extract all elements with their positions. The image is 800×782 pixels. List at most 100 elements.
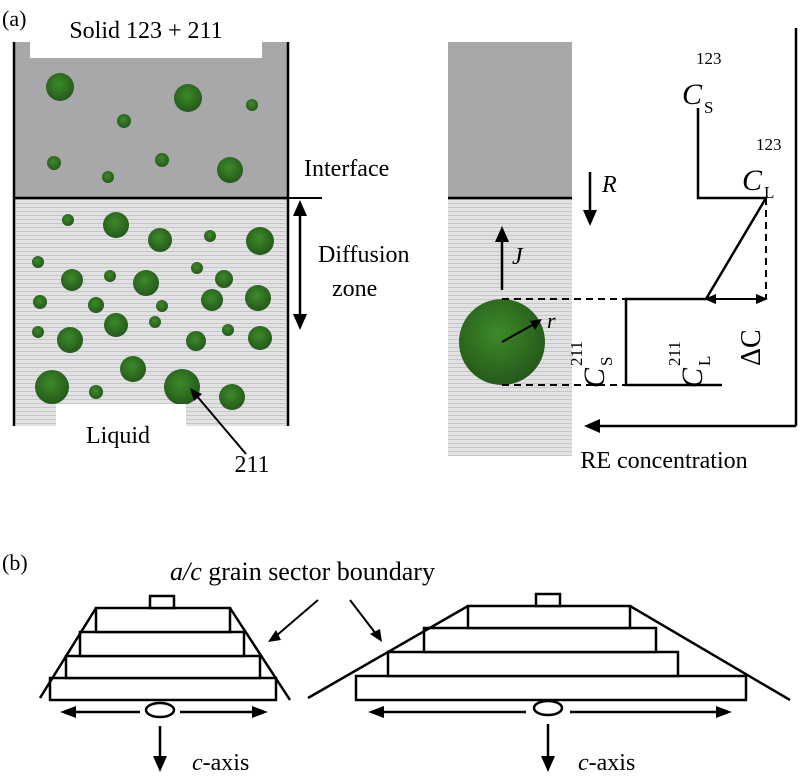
- crystal-left-boundary-r: [228, 607, 292, 701]
- diffusion-zone-arrow: [293, 200, 307, 330]
- svg-text:S: S: [704, 98, 713, 117]
- growth-rate-arrow: [583, 172, 597, 226]
- particle-211: [46, 73, 74, 101]
- particle-211: [164, 369, 200, 405]
- particle-211: [61, 269, 83, 291]
- particle-211: [155, 153, 169, 167]
- svg-text:C: C: [742, 164, 763, 197]
- crystal-right-seed: [534, 592, 562, 608]
- crystal-right-ellipse: [532, 699, 564, 717]
- boundary-pointer-right: [349, 599, 377, 635]
- delta-c-label: ΔC: [736, 329, 767, 366]
- boundary-pointer-left-head: [268, 630, 281, 642]
- particle-211: [57, 327, 83, 353]
- particle-211: [33, 295, 47, 309]
- radius-symbol: r: [547, 308, 556, 333]
- crystal-right-boundary-r: [629, 604, 791, 702]
- particle-211: [191, 262, 203, 274]
- diffusion-label: Diffusion: [318, 242, 410, 268]
- diffusion-zone-label: zone: [332, 276, 377, 302]
- particle-211: [32, 326, 44, 338]
- c-axis-arrow-right: [541, 724, 555, 772]
- particle-211: [103, 212, 129, 238]
- svg-text:C: C: [682, 78, 703, 111]
- radius-arrow-line: [501, 322, 537, 343]
- liquid-label: Liquid: [86, 423, 150, 449]
- crystal-left-boundary-l: [38, 607, 98, 699]
- liquid-label-box: [56, 404, 186, 454]
- solid-region: [14, 42, 288, 198]
- particle-211: [117, 114, 131, 128]
- svg-text:123: 123: [696, 49, 722, 68]
- grain-sector-boundary-label: a/c grain sector boundary: [170, 557, 435, 586]
- solid-column: [448, 42, 572, 198]
- crystal-right-boundary-l: [307, 604, 469, 700]
- panel-b-label: (b): [2, 550, 28, 575]
- particle-211: [35, 370, 69, 404]
- boundary-pointer-right-head: [370, 629, 382, 642]
- crystal-left-seed: [148, 594, 176, 610]
- particle-211: [246, 99, 258, 111]
- solid-label: Solid 123 + 211: [69, 18, 222, 44]
- interface-label: Interface: [304, 156, 389, 182]
- panel-a-label: (a): [2, 6, 26, 31]
- svg-text:C: C: [578, 367, 611, 388]
- particle-pointer-arrowhead: [190, 388, 202, 401]
- particle-211: [186, 331, 206, 351]
- particle-211: [89, 385, 103, 399]
- x-axis-label: RE concentration: [580, 448, 747, 474]
- particle-211: [245, 285, 271, 311]
- particle-211: [248, 326, 272, 350]
- crystal-right-layer-3: [422, 626, 658, 654]
- particle-211: [62, 214, 74, 226]
- radius-arrowhead: [530, 319, 542, 330]
- particle-211: [120, 356, 146, 382]
- particle-211: [219, 384, 245, 410]
- particle-211: [104, 270, 116, 282]
- particle-pointer-line: [195, 394, 247, 455]
- crystal-left-width-arrows: [60, 706, 268, 718]
- crystal-left-layer-4: [94, 606, 232, 634]
- crystal-left-ellipse: [144, 701, 176, 719]
- cl211-label: C L 211: [665, 341, 714, 388]
- svg-text:211: 211: [665, 341, 684, 366]
- melt-container: Solid 123 + 211 Liquid: [12, 8, 290, 454]
- svg-text:L: L: [764, 183, 774, 202]
- c-axis-arrow-left: [153, 726, 167, 772]
- particle-211: [88, 297, 104, 313]
- svg-text:S: S: [597, 357, 616, 366]
- solid-label-box: [30, 8, 262, 58]
- particle-211: [149, 316, 161, 328]
- single-particle-column: r: [448, 42, 572, 456]
- c-axis-label-right: c-axis: [578, 750, 635, 776]
- svg-text:123: 123: [756, 135, 782, 154]
- particle-211: [156, 300, 168, 312]
- crystal-left: [38, 594, 292, 702]
- crystal-left-layer-3: [78, 630, 246, 658]
- particles-211: [32, 73, 274, 410]
- particle-211: [201, 289, 223, 311]
- svg-text:211: 211: [567, 341, 586, 366]
- particle-211: [47, 156, 61, 170]
- flux-symbol: J: [512, 244, 524, 270]
- delta-c-arrow: [704, 294, 768, 304]
- particle-label: 211: [234, 452, 269, 478]
- crystal-left-layer-2: [64, 654, 262, 680]
- profile-x-axis-arrowhead: [584, 419, 600, 433]
- c-axis-label-left: c-axis: [192, 750, 249, 776]
- cs123-label: C S 123: [682, 49, 722, 117]
- delta-c-label-group: ΔC: [736, 329, 767, 366]
- particle-211: [217, 157, 243, 183]
- particle-211: [148, 228, 172, 252]
- particle-211: [222, 324, 234, 336]
- crystal-left-layer-1: [48, 676, 278, 702]
- crystal-right-layer-2: [386, 650, 680, 678]
- crystal-right-layer-4: [466, 604, 632, 630]
- cs211-label: C S 211: [567, 341, 616, 388]
- svg-text:L: L: [695, 356, 714, 366]
- flux-arrow: [495, 226, 509, 290]
- particle-211: [102, 171, 114, 183]
- growth-rate-symbol: R: [601, 172, 617, 198]
- boundary-pointer-left: [275, 599, 319, 637]
